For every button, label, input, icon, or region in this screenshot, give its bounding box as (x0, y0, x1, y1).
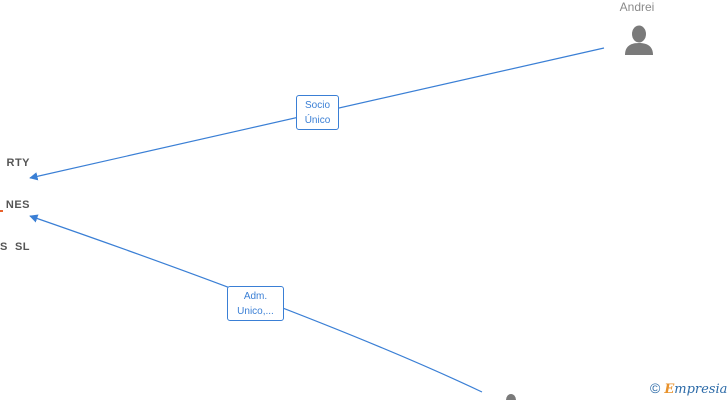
company-name-line-2: NES (5, 199, 30, 211)
copyright-icon: © (650, 380, 661, 396)
relation-label-adm-unico[interactable]: Adm. Unico,... (227, 286, 284, 321)
relation-label-socio-unico[interactable]: Socio Único (296, 95, 339, 130)
relation-label-line: Socio (304, 100, 330, 111)
edge-adm-unico (29, 214, 483, 393)
logo-initial: E (664, 382, 675, 397)
empresia-logo[interactable]: ©Empresia (650, 380, 727, 398)
company-name[interactable]: RTY NES S SL (0, 128, 30, 282)
company-accent-mark (0, 210, 3, 212)
company-name-line-1: RTY (6, 157, 30, 169)
person-name-andrei[interactable]: Andrei (619, 0, 655, 14)
company-name-line-3: S SL (0, 241, 31, 253)
person-icon-bottom[interactable] (498, 392, 524, 400)
logo-text: mpresia (674, 382, 728, 397)
relation-label-line: Único (304, 115, 331, 126)
relation-label-line: Unico,... (237, 306, 274, 317)
person-icon[interactable] (622, 24, 656, 56)
relation-label-line: Adm. (243, 291, 268, 302)
